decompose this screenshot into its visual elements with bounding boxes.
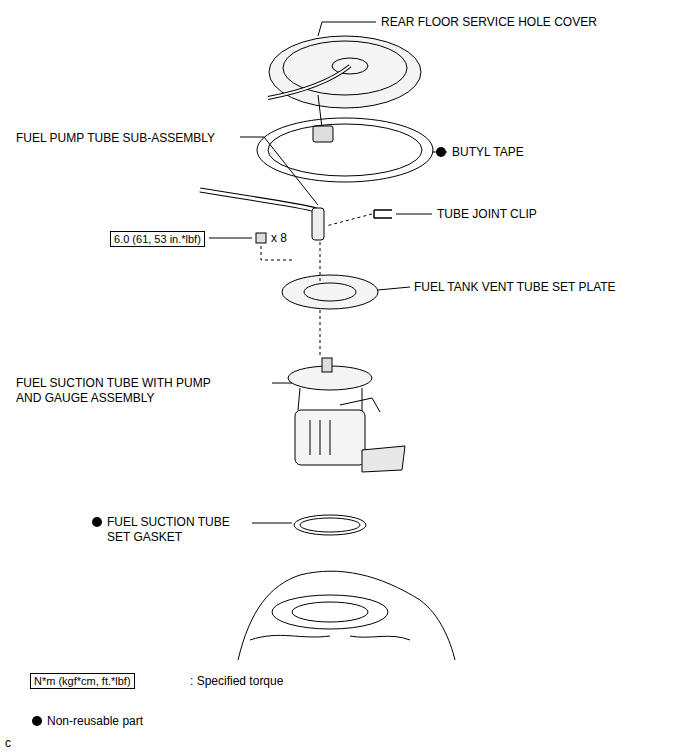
leader-line <box>318 22 376 36</box>
gasket <box>294 515 366 535</box>
assembly-line <box>320 310 321 356</box>
non-reusable-mark <box>436 147 446 157</box>
legend-symbol <box>32 716 42 726</box>
tube-joint-clip <box>374 210 392 218</box>
node-text: N*m (kgf*cm, ft.*lbf) <box>34 675 131 687</box>
torque-box: 6.0 (61, 53 in.*lbf) <box>110 231 205 247</box>
assembly-line <box>261 246 292 260</box>
part-label: TUBE JOINT CLIP <box>437 207 537 222</box>
tank-opening <box>292 602 368 622</box>
pump-ribs <box>310 420 330 455</box>
leader-line <box>396 214 432 215</box>
part-label: FUEL PUMP TUBE SUB-ASSEMBLY <box>16 131 215 146</box>
pump-rods <box>298 388 362 412</box>
part-label: FUEL SUCTION TUBE WITH PUMP AND GAUGE AS… <box>16 376 231 406</box>
leader-line <box>272 383 292 384</box>
fuel-tube-inner <box>200 190 316 210</box>
assembly-line <box>326 214 372 226</box>
pump-body <box>295 410 365 465</box>
pump-outlet <box>322 358 332 372</box>
butyl-tape <box>257 118 433 182</box>
non-reusable-mark <box>92 517 102 527</box>
leader-line <box>240 137 318 205</box>
legend-text: Non-reusable part <box>47 714 143 728</box>
connector-wire <box>318 95 322 128</box>
gauge-arm <box>340 398 380 412</box>
cover-wire-inner <box>268 66 350 98</box>
part-label: : Specified torque <box>190 674 283 689</box>
tube-connector <box>312 208 324 240</box>
set-plate-hole <box>304 283 356 301</box>
tank-opening-flange <box>272 595 388 629</box>
part-label: FUEL TANK VENT TUBE SET PLATE <box>414 280 616 295</box>
part-label: BUTYL TAPE <box>452 145 524 160</box>
part-label: REAR FLOOR SERVICE HOLE COVER <box>381 15 597 30</box>
torque-unit-box: N*m (kgf*cm, ft.*lbf) <box>30 673 135 689</box>
part-label: x 8 <box>271 231 287 246</box>
tank-contour <box>250 635 410 640</box>
set-plate <box>282 275 378 309</box>
leader-line <box>378 287 410 290</box>
node-text: 6.0 (61, 53 in.*lbf) <box>114 233 201 245</box>
assembly-line <box>320 242 321 282</box>
gauge-float <box>362 446 405 472</box>
legend-row: Non-reusable part <box>32 714 143 729</box>
cover <box>269 36 421 108</box>
connector <box>313 126 333 142</box>
part-label: FUEL SUCTION TUBE SET GASKET <box>107 515 242 545</box>
leader-line <box>252 523 292 524</box>
leader-line <box>209 238 252 239</box>
bolt <box>256 233 266 243</box>
cover-wire <box>268 66 350 98</box>
butyl-tape-inner <box>268 124 422 176</box>
fuel-tube <box>200 190 316 210</box>
fuel-tank <box>238 571 455 660</box>
gasket-inner <box>300 518 360 532</box>
part-label: c <box>5 736 11 751</box>
